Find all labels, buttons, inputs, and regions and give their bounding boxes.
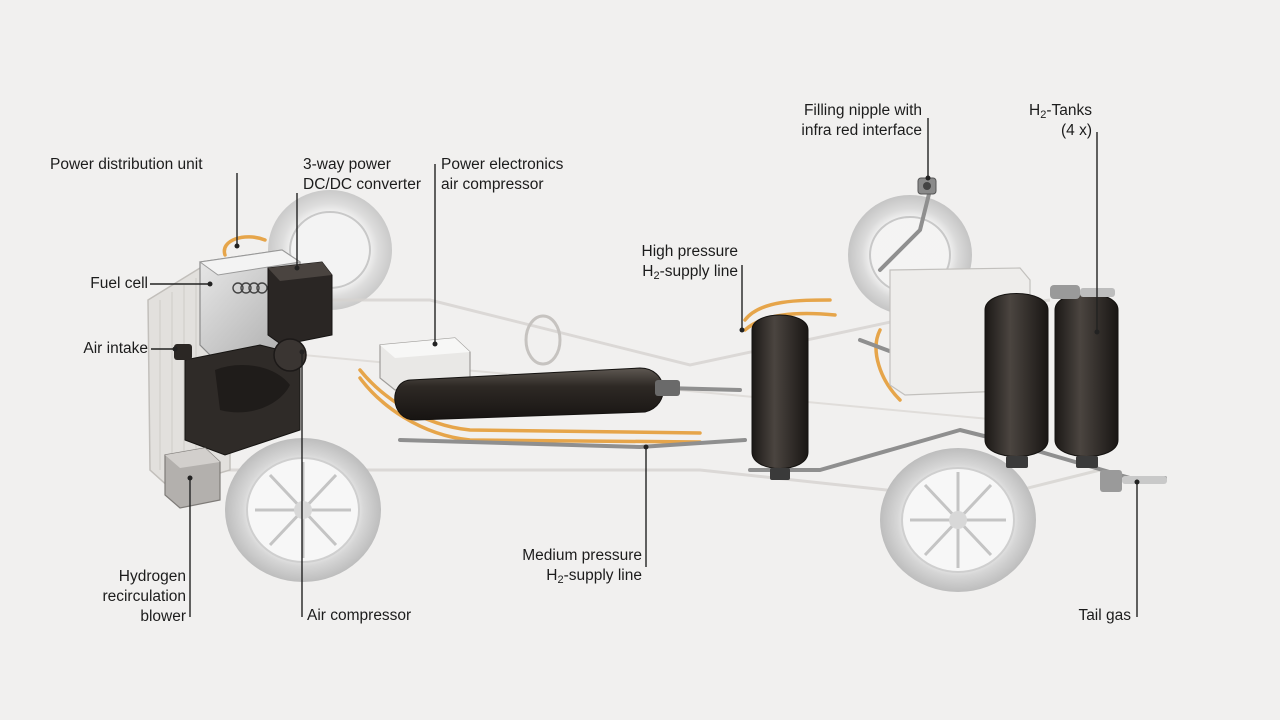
label-line: H2-supply line: [522, 566, 642, 586]
label-line: Power electronics: [441, 156, 564, 173]
label-line: H2-Tanks: [1029, 101, 1092, 121]
front-left-wheel: [225, 438, 381, 582]
label-power-distribution-unit: Power distribution unit: [50, 155, 203, 175]
steering-wheel: [524, 314, 562, 366]
label-line: High pressure: [641, 243, 739, 260]
rear-wheel-near: [880, 448, 1036, 592]
label-line: DC/DC converter: [303, 176, 421, 193]
label-text: Power distribution unit: [50, 156, 203, 173]
rear-h2-tank-right: [1054, 293, 1119, 468]
label-medium-pressure-supply-line: Medium pressure H2-supply line: [522, 546, 642, 586]
label-text: Air compressor: [307, 607, 412, 624]
callout-lines: [150, 118, 1138, 617]
power-electronics-box: [379, 337, 471, 391]
label-tail-gas: Tail gas: [1078, 606, 1131, 626]
label-air-intake: Air intake: [83, 339, 148, 359]
label-text: Tail gas: [1078, 607, 1131, 624]
label-line: Medium pressure: [522, 547, 642, 564]
subscript: 2: [653, 270, 660, 282]
label-line: infra red interface: [801, 122, 922, 139]
subscript: 2: [557, 574, 564, 586]
callout-dots: [172, 175, 1140, 485]
label-3-way-power-converter: 3-way power DC/DC converter: [303, 155, 421, 195]
label-high-pressure-supply-line: High pressure H2-supply line: [642, 242, 739, 282]
label-line: (4 x): [1061, 122, 1092, 139]
air-compressor-block: [174, 338, 307, 456]
label-fragment: H: [1029, 102, 1041, 119]
label-line: 3-way power: [303, 156, 391, 173]
dcdc-converter-box: [267, 261, 333, 346]
label-fragment: H: [546, 567, 558, 584]
label-line: H2-supply line: [642, 262, 738, 282]
filling-nipple: [917, 177, 937, 195]
label-power-electronics-air-compressor: Power electronics air compressor: [441, 155, 563, 195]
label-line: air compressor: [441, 176, 544, 193]
label-text: Air intake: [83, 340, 148, 357]
label-fuel-cell: Fuel cell: [90, 274, 148, 294]
label-fragment: H: [642, 263, 654, 280]
label-filling-nipple: Filling nipple with infra red interface: [801, 101, 922, 141]
tunnel-h2-tank: [394, 367, 680, 421]
label-hydrogen-recirculation-blower: Hydrogen recirculation blower: [102, 567, 186, 627]
label-text: Fuel cell: [90, 275, 148, 292]
tank-valves: [1050, 285, 1167, 492]
label-h2-tanks: H2-Tanks (4 x): [1029, 101, 1092, 141]
label-line: Hydrogen: [118, 568, 186, 585]
label-fragment: -Tanks: [1046, 102, 1092, 119]
subscript: 2: [1040, 109, 1047, 121]
rear-h2-tank-left: [984, 293, 1049, 468]
label-air-compressor: Air compressor: [307, 606, 411, 626]
label-line: blower: [140, 608, 186, 625]
label-line: recirculation: [102, 588, 186, 605]
vertical-h2-tank: [751, 314, 809, 480]
label-line: Filling nipple with: [803, 102, 922, 119]
label-fragment: -supply line: [563, 567, 642, 584]
label-fragment: -supply line: [659, 263, 738, 280]
